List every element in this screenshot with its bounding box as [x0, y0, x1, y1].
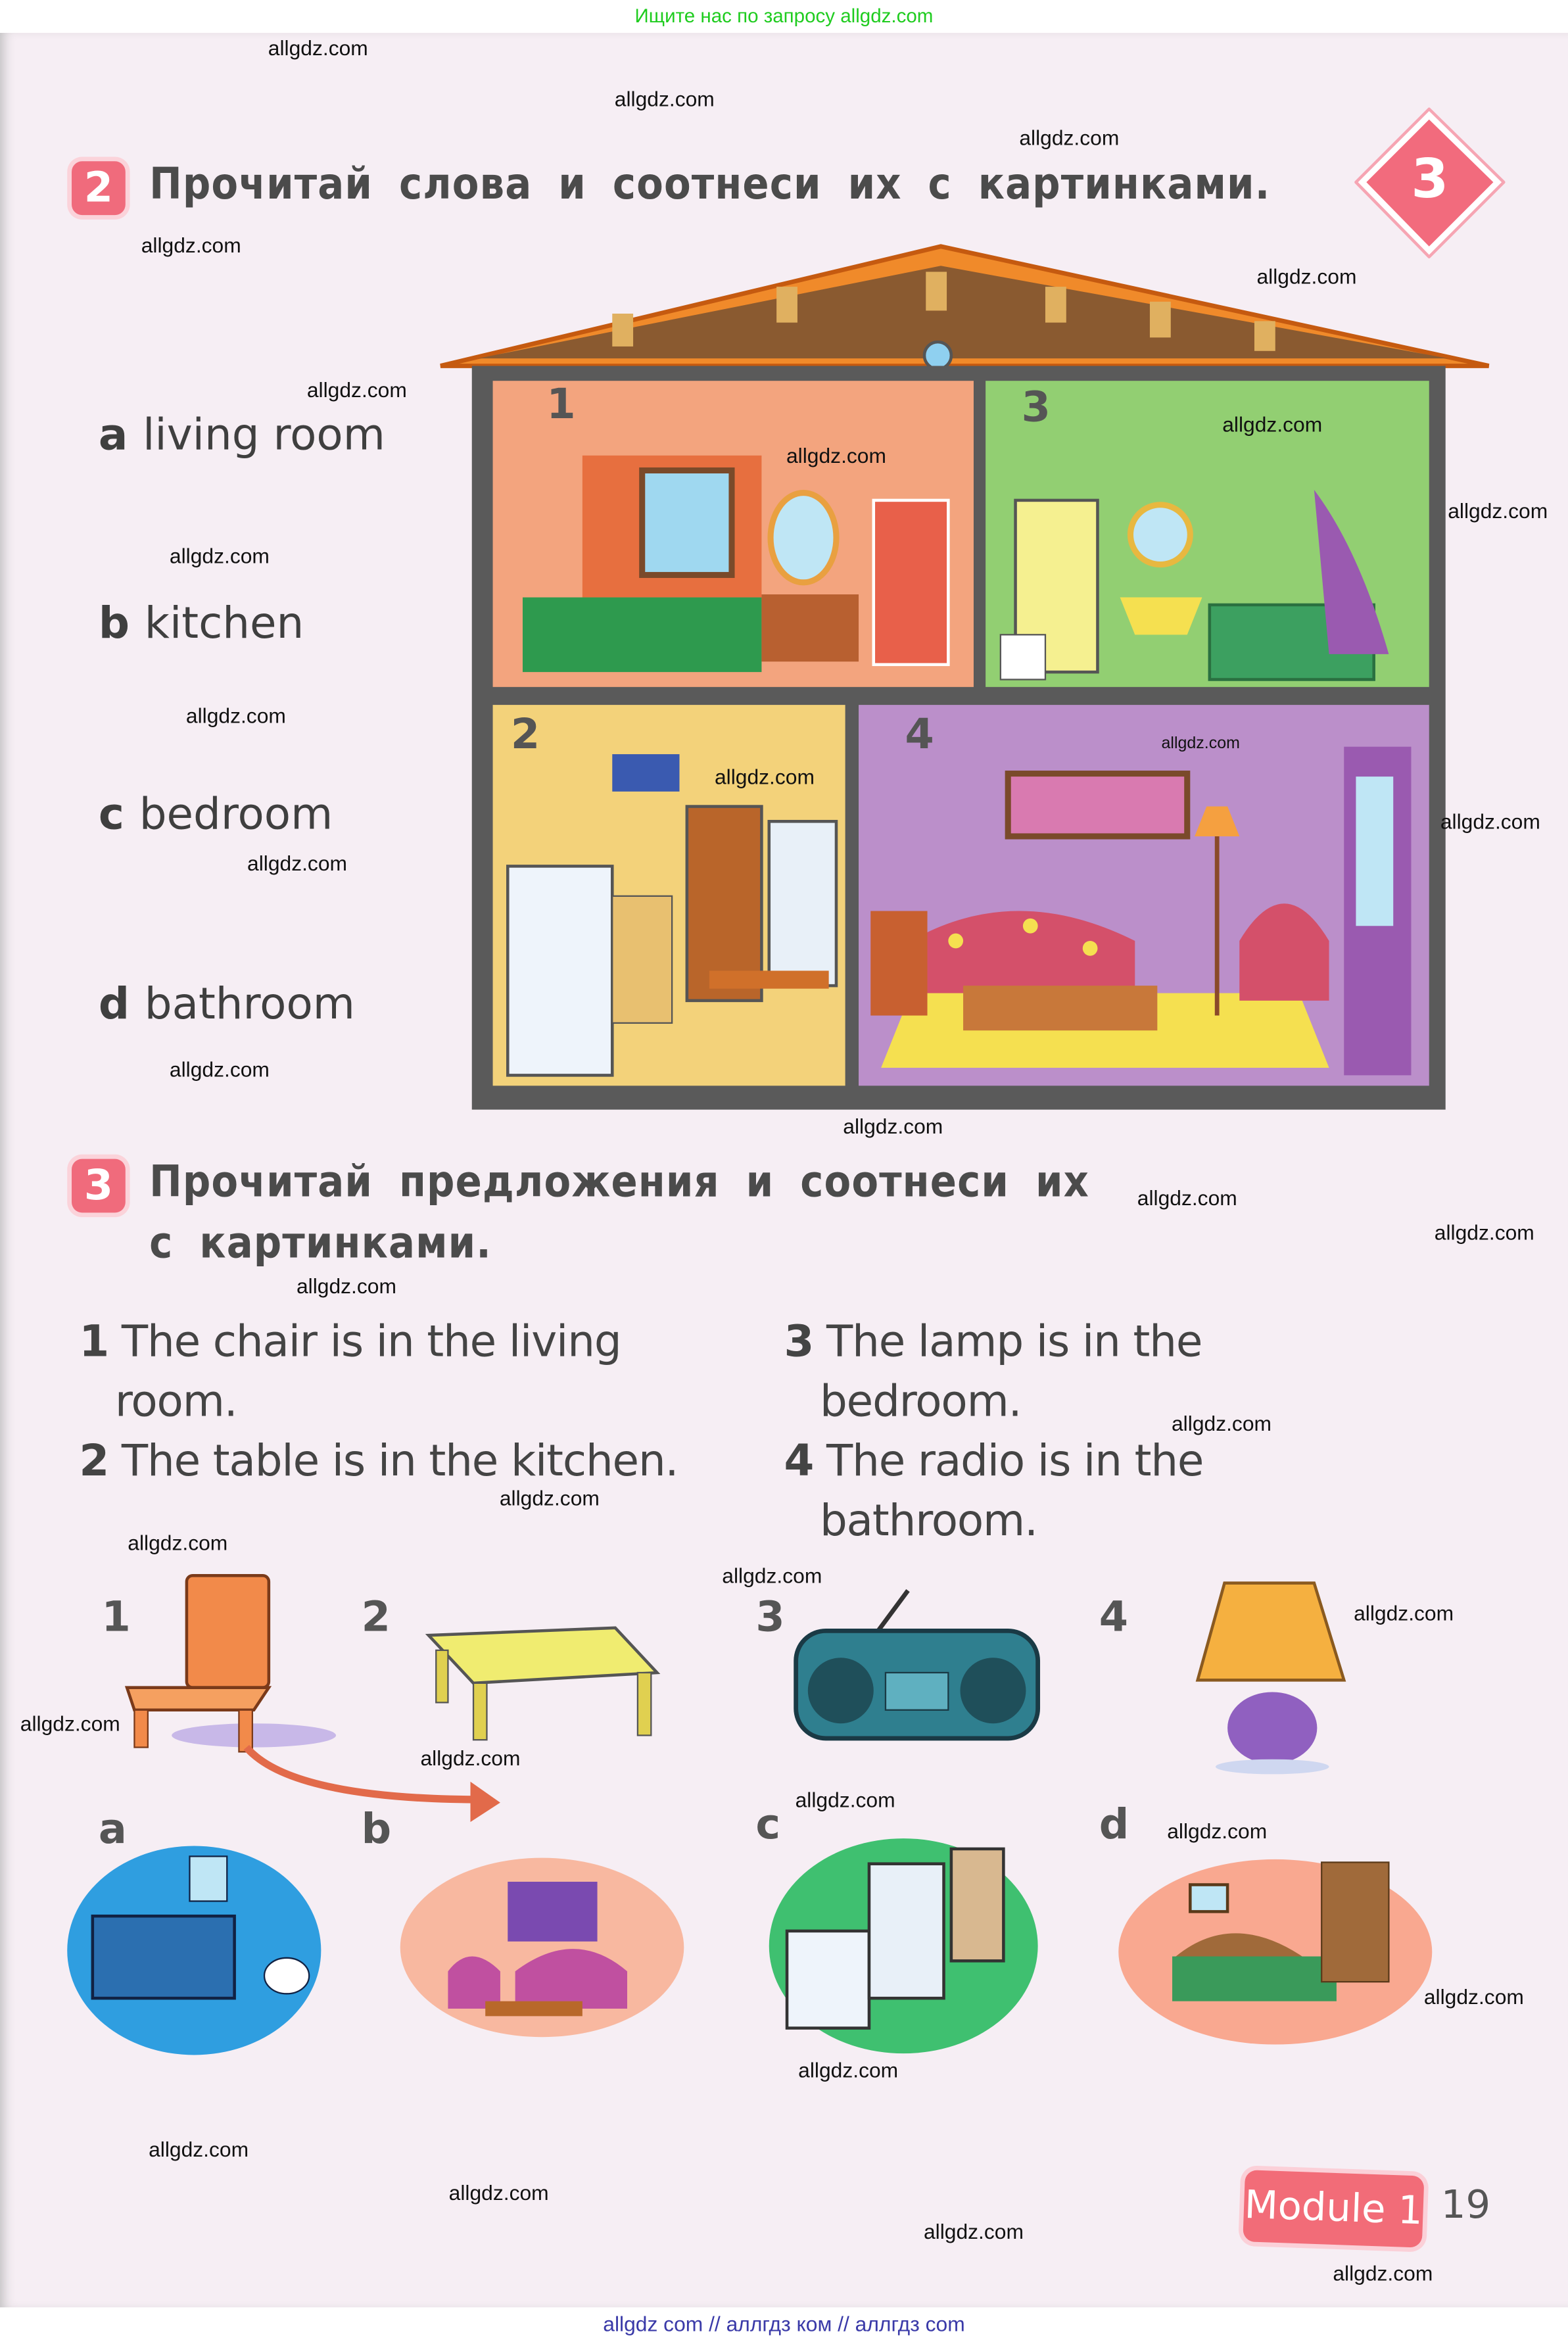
sentence-2: 2 The table is in the kitchen.: [79, 1435, 678, 1487]
object-number-3: 3: [755, 1592, 785, 1642]
exercise-number-badge: 2: [72, 161, 126, 216]
watermark: allgdz.com: [795, 1787, 895, 1812]
module-badge: Module 1: [1243, 2170, 1425, 2248]
top-banner[interactable]: Ищите нас по запросу allgdz.com: [0, 0, 1568, 33]
watermark: allgdz.com: [1448, 498, 1548, 523]
watermark: allgdz.com: [1167, 1819, 1268, 1843]
scene-letter-d: d: [1099, 1800, 1129, 1849]
watermark: allgdz.com: [128, 1531, 228, 1555]
exercise-title: Прочитай слова и соотнеси их с картинкам…: [149, 158, 1271, 209]
watermark: allgdz.com: [141, 233, 241, 257]
room-number-4: 4: [905, 709, 934, 759]
room-number-2: 2: [510, 709, 540, 759]
exercise-number-badge: 3: [72, 1159, 126, 1213]
watermark: allgdz.com: [798, 2057, 899, 2082]
watermark: allgdz.com: [1434, 1220, 1534, 1245]
watermark: allgdz.com: [306, 377, 407, 402]
watermark: allgdz.com: [169, 1057, 270, 1082]
watermark: allgdz.com: [1333, 2260, 1433, 2285]
chair-icon: [124, 1574, 337, 1753]
unit-diamond-icon: [1354, 107, 1506, 258]
object-number-1: 1: [101, 1592, 131, 1642]
lamp-icon: [1195, 1581, 1346, 1775]
watermark: allgdz.com: [420, 1746, 521, 1770]
table-icon: [425, 1626, 661, 1741]
match-arrow: [243, 1744, 500, 1823]
watermark: allgdz.com: [1222, 412, 1323, 437]
bathroom-scene-icon: [67, 1846, 321, 2055]
watermark: allgdz.com: [1256, 264, 1357, 289]
watermark: allgdz.com: [1172, 1411, 1272, 1435]
exercise-title-line2: с картинками.: [149, 1217, 492, 1268]
bedroom-scene-icon: [1118, 1859, 1433, 2045]
watermark: allgdz.com: [923, 2219, 1024, 2243]
radio-icon: [794, 1589, 1041, 1741]
watermark: allgdz.com: [714, 764, 815, 789]
watermark: allgdz.com: [296, 1274, 396, 1298]
room-number-3: 3: [1021, 382, 1051, 432]
kitchen-scene-icon: [769, 1838, 1038, 2054]
watermark: allgdz.com: [614, 86, 715, 111]
watermark: allgdz.com: [185, 703, 286, 728]
object-number-2: 2: [361, 1592, 391, 1642]
scene-letter-b: b: [361, 1804, 392, 1853]
object-number-4: 4: [1099, 1592, 1129, 1642]
unit-number: 3: [1411, 149, 1449, 211]
scene-letter-c: c: [755, 1800, 781, 1849]
watermark: allgdz.com: [20, 1711, 120, 1736]
page-number: 19: [1440, 2183, 1491, 2228]
scene-letter-a: a: [98, 1804, 127, 1853]
exercise-title-line1: Прочитай предложения и соотнеси их: [149, 1156, 1089, 1207]
watermark: allgdz.com: [247, 851, 348, 876]
watermark: allgdz.com: [1440, 809, 1540, 834]
watermark: allgdz.com: [786, 443, 886, 467]
watermark: allgdz.com: [1354, 1600, 1454, 1625]
watermark: allgdz.com: [722, 1564, 822, 1588]
watermark: allgdz.com: [149, 2137, 249, 2161]
watermark: allgdz.com: [448, 2180, 549, 2205]
watermark: allgdz.com: [169, 543, 270, 568]
watermark: allgdz.com: [1137, 1185, 1237, 1210]
watermark: allgdz.com: [1161, 734, 1240, 753]
footer-links[interactable]: allgdz com // аллгдз ком // аллгдз com: [0, 2307, 1568, 2342]
living-room-scene-icon: [400, 1857, 684, 2038]
watermark: allgdz.com: [268, 36, 368, 60]
room-number-1: 1: [546, 379, 576, 429]
watermark: allgdz.com: [1019, 125, 1120, 150]
watermark: allgdz.com: [843, 1114, 943, 1138]
watermark: allgdz.com: [1423, 1984, 1524, 2009]
house-illustration: [440, 244, 1490, 1110]
watermark: allgdz.com: [499, 1486, 600, 1510]
